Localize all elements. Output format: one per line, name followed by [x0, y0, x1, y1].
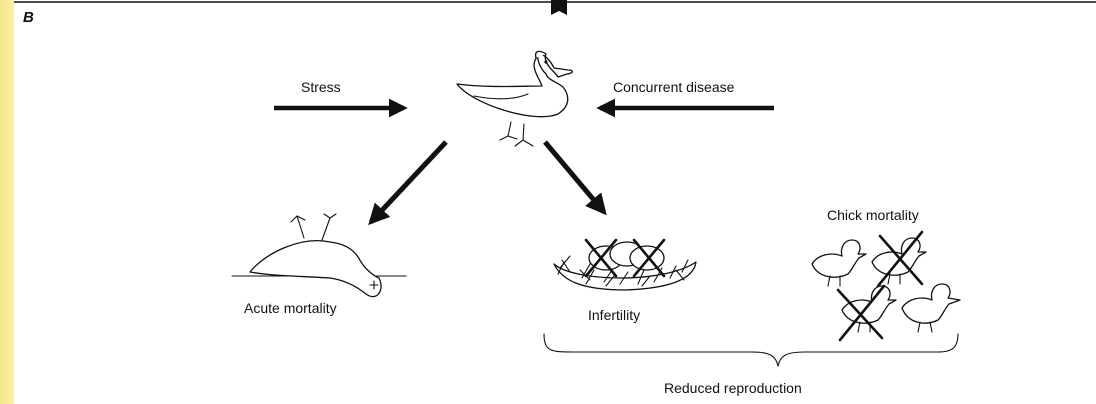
slide-background-strip: [0, 0, 14, 404]
dead-duck-icon: [232, 214, 406, 297]
duck-center-icon: [457, 51, 572, 146]
top-rule: [14, 0, 1096, 15]
duckling-4-icon: [902, 284, 960, 332]
stress-label: Stress: [301, 79, 341, 95]
chick-mortality-label: Chick mortality: [827, 207, 919, 223]
acute-mortality-label: Acute mortality: [244, 300, 337, 316]
reduced-reproduction-label: Reduced reproduction: [664, 380, 802, 396]
infertility-label: Infertility: [588, 307, 640, 323]
figure-panel: B Stress Concurrent disease: [14, 0, 1096, 404]
duckling-3-icon: [838, 286, 896, 340]
diagram-canvas: B Stress Concurrent disease: [14, 0, 1096, 404]
panel-letter: B: [23, 9, 34, 26]
infertility-arrow: [545, 142, 604, 212]
duckling-1-icon: [812, 240, 866, 286]
reduced-reproduction-brace: [544, 334, 958, 366]
nest-eggs-icon: [554, 240, 696, 290]
acute-mortality-arrow: [371, 142, 446, 222]
concurrent-disease-label: Concurrent disease: [613, 79, 735, 95]
duckling-2-icon: [872, 232, 926, 286]
